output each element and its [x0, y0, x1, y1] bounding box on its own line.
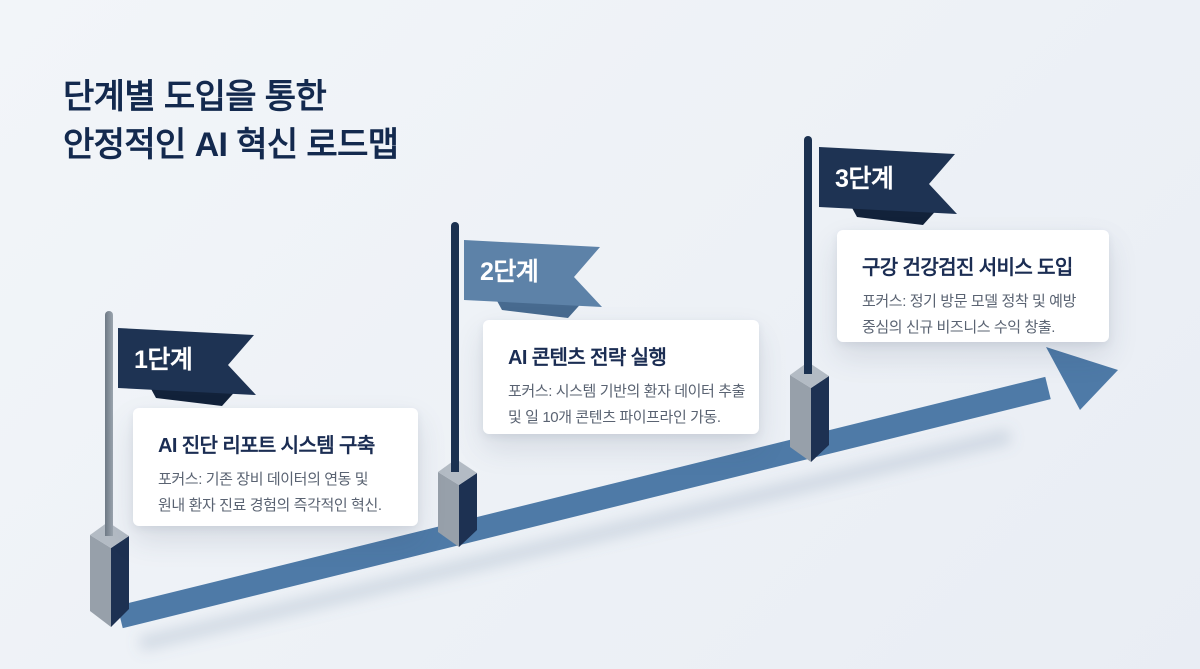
page-title: 단계별 도입을 통한 안정적인 AI 혁신 로드맵 — [63, 74, 399, 169]
stage3-card-title: 구강 건강검진 서비스 도입 — [862, 257, 1073, 279]
pedestal-top-face — [438, 459, 477, 485]
stage2-flag-pole — [451, 222, 459, 472]
stage1-focus-line2: 원내 환자 진료 경험의 즉각적인 혁신. — [158, 497, 382, 514]
pedestal-right-face — [111, 536, 129, 627]
stage3-flag: 3단계 — [819, 144, 961, 228]
pedestal-right-face — [459, 473, 477, 547]
stage1-card-title: AI 진단 리포트 시스템 구축 — [158, 435, 375, 457]
stage1-card: AI 진단 리포트 시스템 구축 포커스: 기존 장비 데이터의 연동 및 원내… — [133, 408, 418, 526]
stage2-pedestal — [438, 459, 477, 547]
stage1-focus-line1: 포커스: 기존 장비 데이터의 연동 및 — [158, 471, 369, 488]
stage3-flag-label: 3단계 — [835, 165, 894, 193]
stage1-flag-pole — [105, 311, 113, 536]
pedestal-top-face — [790, 362, 829, 388]
page-title-line2: 안정적인 AI 혁신 로드맵 — [63, 125, 399, 164]
stage3-pedestal — [790, 362, 829, 462]
stage2-card-title: AI 콘텐츠 전략 실행 — [508, 347, 667, 369]
stage1-flag-label: 1단계 — [134, 346, 193, 374]
pedestal-right-face — [811, 376, 829, 462]
pedestal-left-face — [438, 472, 459, 547]
stage2-card: AI 콘텐츠 전략 실행 포커스: 시스템 기반의 환자 데이터 추출 및 일 … — [483, 320, 759, 434]
roadmap-arrow — [117, 376, 1051, 629]
arrow-shadow — [138, 428, 1012, 652]
stage2-focus-line2: 및 일 10개 콘텐츠 파이프라인 가동. — [508, 409, 721, 426]
stage3-focus-line2: 중심의 신규 비즈니스 수익 창출. — [862, 319, 1056, 336]
roadmap-arrow-head-icon — [1046, 347, 1118, 410]
stage3-card: 구강 건강검진 서비스 도입 포커스: 정기 방문 모델 정착 및 예방 중심의… — [837, 230, 1109, 342]
stage1-flag: 1단계 — [118, 325, 260, 409]
stage3-focus-line1: 포커스: 정기 방문 모델 정착 및 예방 — [862, 293, 1076, 310]
stage2-flag: 2단계 — [464, 237, 606, 321]
pedestal-left-face — [790, 375, 811, 462]
stage1-pedestal — [90, 522, 129, 627]
pedestal-left-face — [90, 535, 111, 627]
stage3-flag-pole — [804, 136, 812, 374]
stage2-flag-label: 2단계 — [480, 258, 539, 286]
stage2-focus-line1: 포커스: 시스템 기반의 환자 데이터 추출 — [508, 383, 746, 400]
page-title-line1: 단계별 도입을 통한 — [63, 78, 327, 116]
